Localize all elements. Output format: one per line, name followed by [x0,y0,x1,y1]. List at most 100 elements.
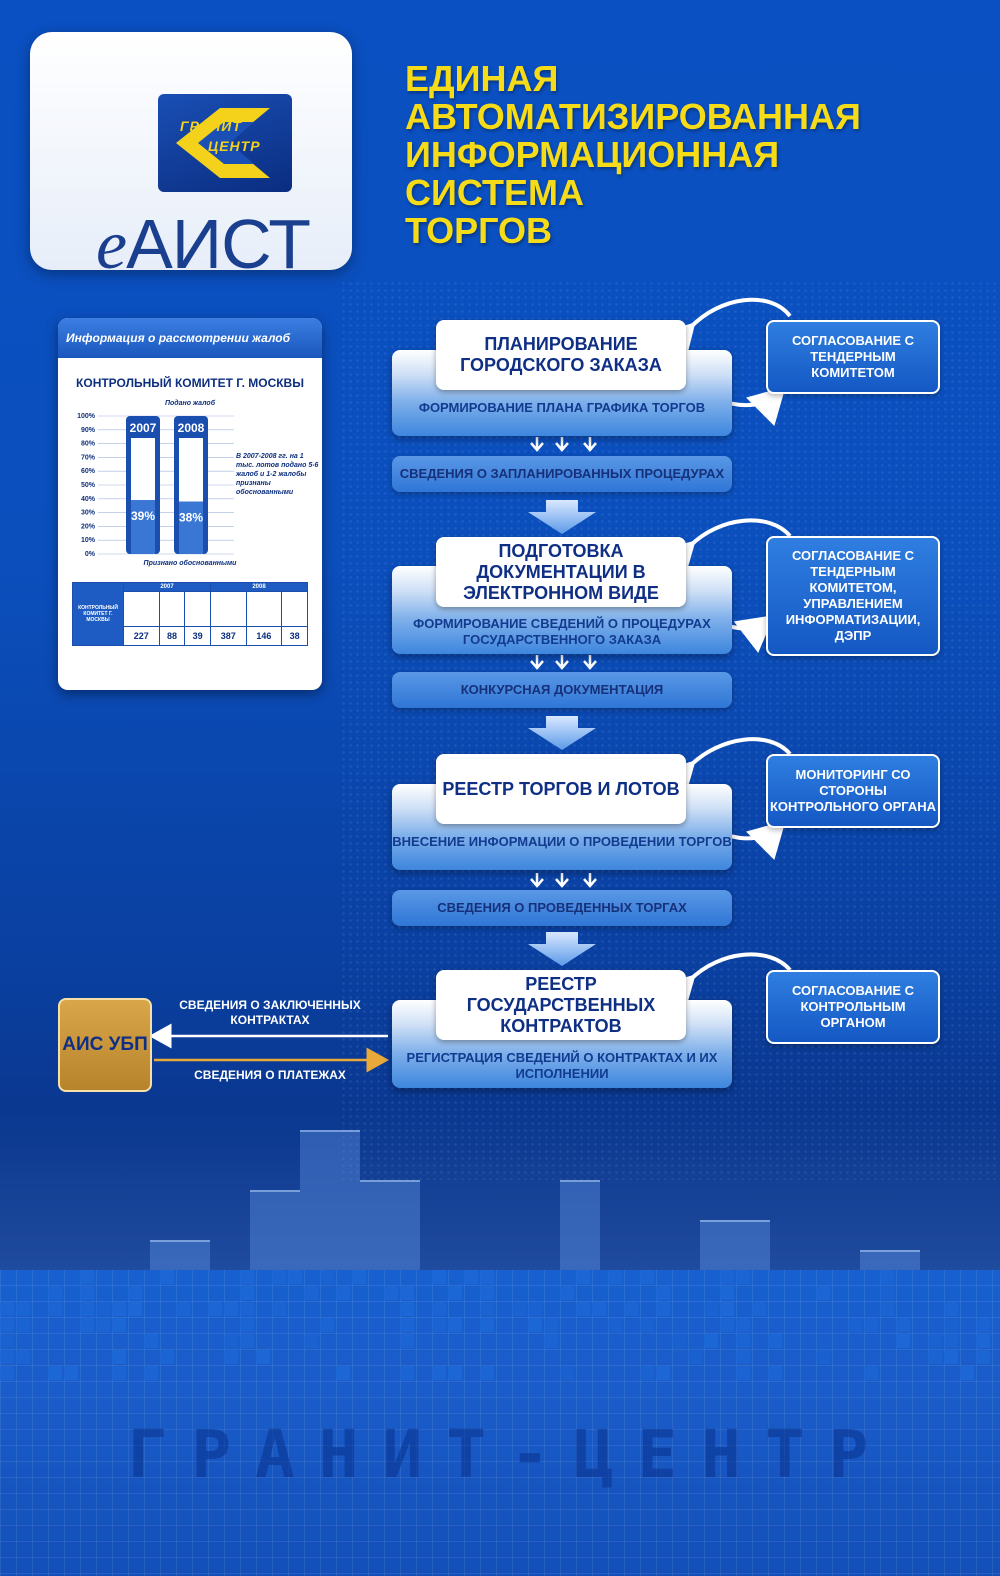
chart-bar [179,501,203,554]
pixel-fragment [96,1302,110,1316]
pixel-fragment [736,1334,750,1348]
chart-bar-year-label: 2008 [178,421,205,435]
pixel-fragment [112,1318,126,1332]
chart-tick-label: 80% [81,441,96,448]
pixel-fragment [384,1286,398,1300]
pixel-fragment [672,1334,686,1348]
pixel-fragment [448,1366,462,1380]
pixel-fragment [160,1270,174,1284]
complaints-chart-title: Подано жалоб [164,400,216,407]
pixel-fragment [880,1270,894,1284]
chart-tick-label: 0% [85,551,96,558]
pixel-fragment [736,1318,750,1332]
pixel-fragment [128,1286,142,1300]
title-line: СИСТЕМА [405,172,584,213]
pixel-fragment [240,1286,254,1300]
pixel-fragment [752,1302,766,1316]
pixel-fragment [736,1366,750,1380]
pixel-fragment [432,1318,446,1332]
granit-center-logo: ГРАНИТ ЦЕНТР [158,94,292,192]
pixel-fragment [640,1270,654,1284]
pixel-fragment [656,1286,670,1300]
pixel-fragment [16,1302,30,1316]
loop-arrow-icon [656,952,792,1014]
pixel-fragment [240,1270,254,1284]
chart-tick-label: 30% [81,510,96,517]
pixel-fragment [80,1286,94,1300]
pixel-fragment [720,1318,734,1332]
pixel-fragment [768,1334,782,1348]
pixel-fragment [0,1302,14,1316]
stage-4-title: РЕЕСТР ГОСУДАРСТВЕННЫХ КОНТРАКТОВ [436,970,686,1040]
pixel-fragment [688,1350,702,1364]
pixel-fragment [304,1334,318,1348]
complaints-note: В 2007-2008 гг. на 1 тыс. лотов подано 5… [236,453,319,496]
loop-arrow-icon [656,297,792,363]
chart-bar-empty [131,438,155,501]
pixel-fragment [48,1302,62,1316]
pixel-fragment [80,1302,94,1316]
title-line: ЕДИНАЯ [405,58,559,99]
chart-tick-label: 100% [77,413,96,420]
pixel-fragment [976,1334,990,1348]
pixel-fragment [112,1302,126,1316]
stage-4-side-box: СОГЛАСОВАНИЕ С КОНТРОЛЬНЫМ ОРГАНОМ [766,970,940,1044]
pixel-fragment [240,1302,254,1316]
pixel-fragment [976,1334,990,1348]
logo-brand-line-1: ГРАНИТ [180,118,242,134]
chart-tick-label: 50% [81,482,96,489]
pixel-fragment [864,1318,878,1332]
pixel-fragment [432,1366,446,1380]
pixel-fragment [928,1334,942,1348]
pixel-fragment [576,1270,590,1284]
pixel-fragment [128,1302,142,1316]
big-down-arrow-icon [528,932,596,966]
logo-mark-icon [176,108,270,178]
pixel-fragment [240,1318,254,1332]
stage-3-subtitle: ВНЕСЕНИЕ ИНФОРМАЦИИ О ПРОВЕДЕНИИ ТОРГОВ [392,834,732,849]
pixel-fragment [944,1302,958,1316]
pixel-fragment [704,1302,718,1316]
big-down-arrow-icon [528,716,596,750]
product-prefix: e [96,207,127,284]
pixel-fragment [224,1350,238,1364]
pixel-fragment [928,1350,942,1364]
pixel-fragment [432,1270,446,1284]
pixel-fragment [864,1366,878,1380]
chart-tick-label: 10% [81,537,96,544]
pixel-fragment [352,1270,366,1284]
pixel-fragment [48,1366,62,1380]
pixel-fragment [48,1286,62,1300]
pixel-mosaic-band [0,1270,1000,1576]
stage-1-title: ПЛАНИРОВАНИЕ ГОРОДСКОГО ЗАКАЗА [436,320,686,390]
pixel-fragment [432,1302,446,1316]
pixel-fragment [320,1270,334,1284]
pixel-fragment [576,1302,590,1316]
pixel-fragment [944,1350,958,1364]
pixel-fragment [96,1318,110,1332]
table-column-header [245,591,283,627]
pixel-fragment [448,1286,462,1300]
loop-arrow-icon [656,518,792,580]
pixel-fragment [640,1366,654,1380]
chart-bottom-note: Признано обоснованными [143,560,237,567]
pixel-fragment [720,1286,734,1300]
chart-tick-label: 60% [81,468,96,475]
pixel-fragment [448,1318,462,1332]
pixel-fragment [80,1318,94,1332]
chart-tick-label: 40% [81,496,96,503]
complaints-bar-chart: 100%90%80%70%60%50%40%30%20%10%0%200739%… [77,413,234,558]
pixel-fragment [480,1366,494,1380]
pixel-fragment [336,1366,350,1380]
pixel-fragment [208,1302,222,1316]
external-system-box: АИС УБП [58,998,152,1092]
pixel-fragment [336,1286,350,1300]
pixel-fragment [736,1270,750,1284]
pixel-fragment [544,1318,558,1332]
committee-title: КОНТРОЛЬНЫЙ КОМИТЕТ Г. МОСКВЫ [76,376,304,390]
pixel-fragment [160,1350,174,1364]
pixel-fragment [976,1350,990,1364]
pixel-fragment [896,1334,910,1348]
pixel-fragment [720,1302,734,1316]
chart-data-label: 39% [131,509,155,523]
